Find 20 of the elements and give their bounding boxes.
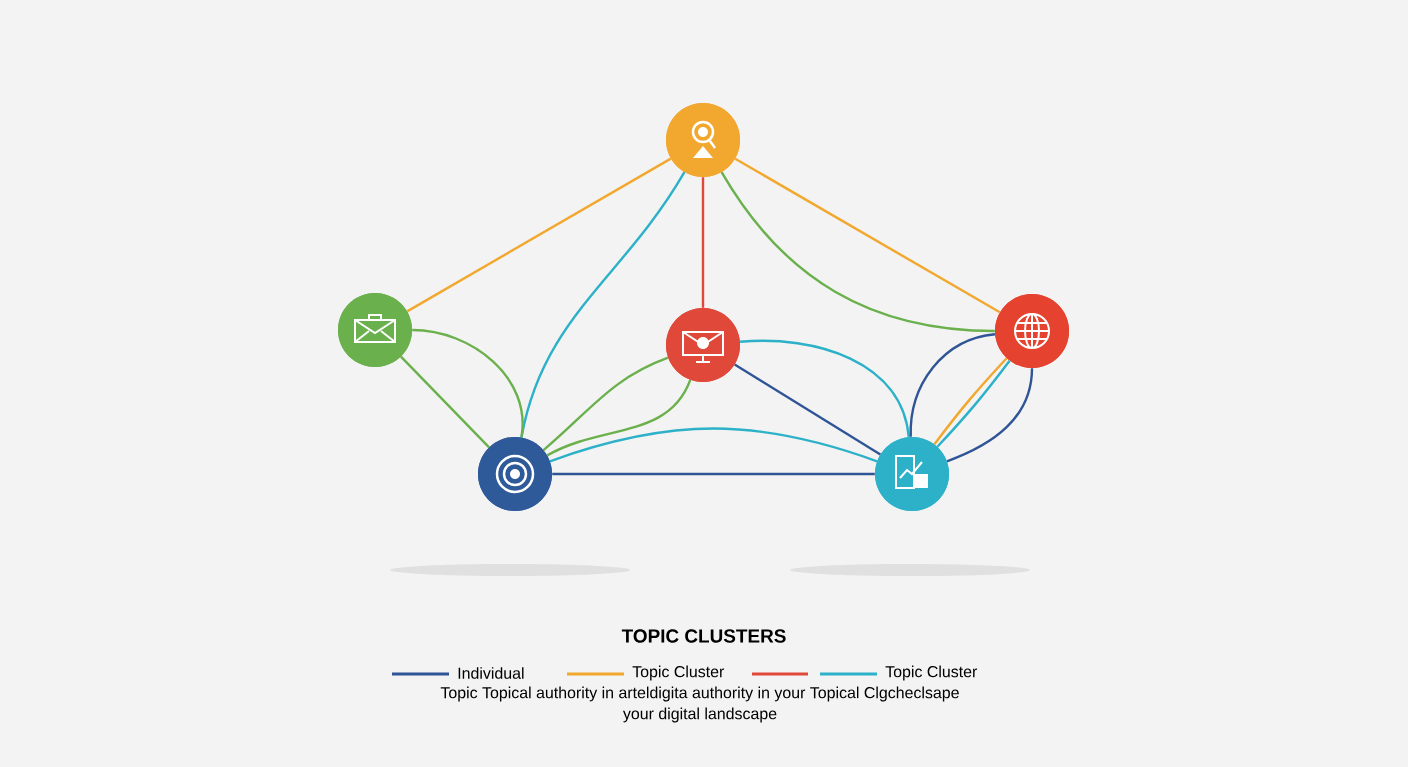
connector-line	[549, 427, 878, 463]
title: TOPIC CLUSTERS	[621, 629, 786, 643]
note-text: your digital landscape	[622, 707, 777, 723]
connector-line	[400, 355, 490, 449]
legend-text: Topic Cluster	[885, 665, 978, 681]
connector-line	[552, 472, 875, 476]
connector-line	[720, 171, 995, 333]
legend-text: Topic Cluster	[632, 665, 725, 681]
connector-line	[909, 333, 996, 437]
connector-line	[542, 356, 669, 451]
connector-line	[946, 368, 1034, 463]
connector-line	[701, 177, 705, 308]
connector-line	[734, 157, 1001, 314]
connector-line	[406, 157, 672, 313]
connector-line	[740, 339, 910, 438]
connector-line	[412, 328, 524, 438]
note-text: Topic Topical authority in arteldigita authority in your Topical Clgcheclsape	[440, 686, 959, 702]
connector-line	[546, 379, 692, 457]
connector-line	[734, 363, 881, 456]
legend-text: Individual	[458, 667, 524, 679]
